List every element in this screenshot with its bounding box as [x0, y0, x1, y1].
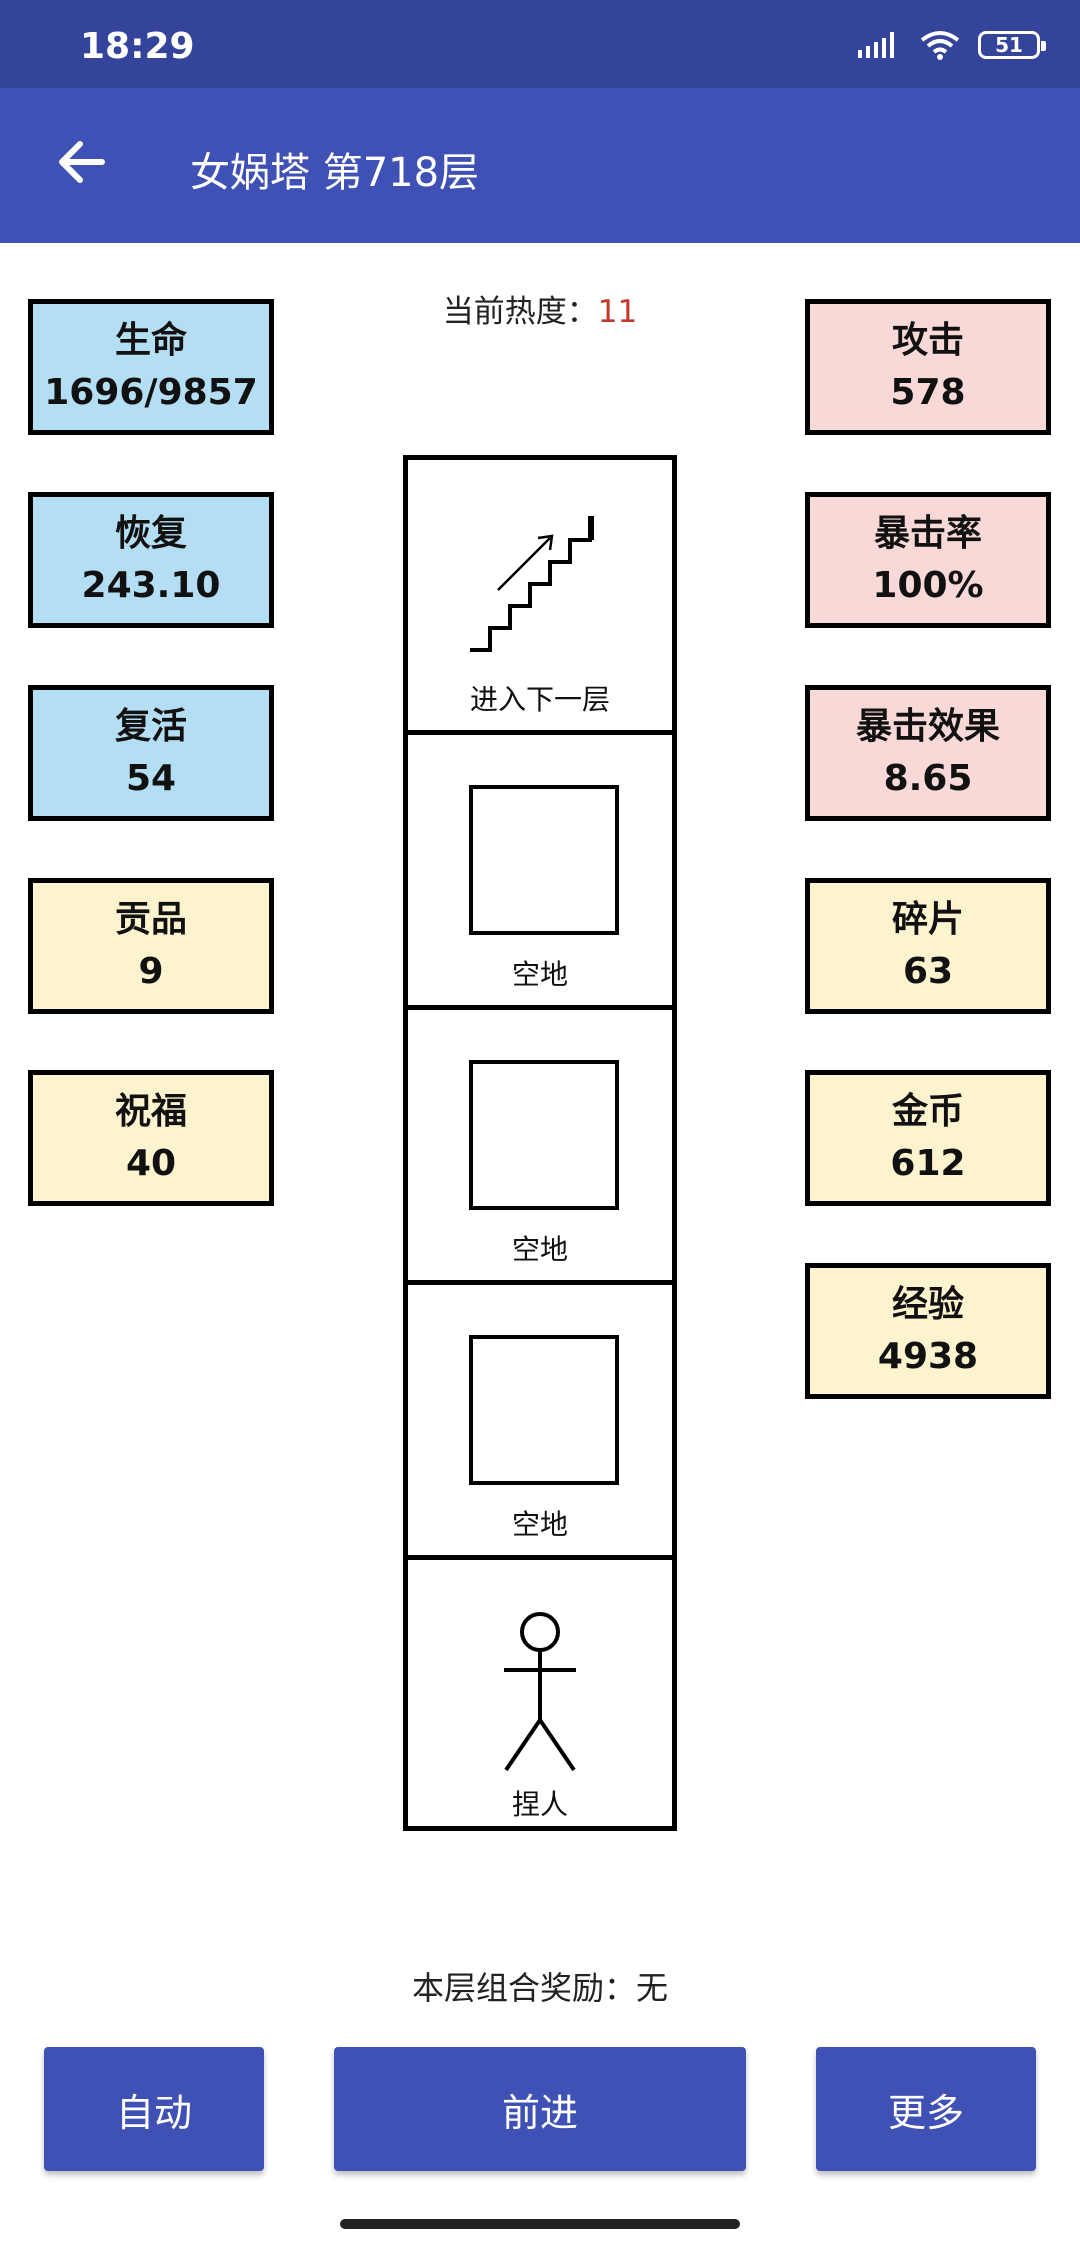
- cell-label: 进入下一层: [469, 683, 610, 716]
- more-button[interactable]: 更多: [816, 2047, 1036, 2171]
- status-time: 18:29: [80, 26, 195, 67]
- stat-value: 243.10: [81, 565, 221, 606]
- stat-value: 578: [890, 372, 966, 413]
- cell-label: 空地: [511, 1233, 568, 1266]
- stat-label: 攻击: [891, 320, 964, 361]
- heat-label: 当前热度：: [442, 294, 598, 330]
- stat-gold: 金币 612: [805, 1070, 1051, 1206]
- cell-label: 空地: [511, 958, 568, 991]
- stick-figure-icon: [504, 1612, 576, 1772]
- stat-regen: 恢复 243.10: [28, 492, 274, 628]
- stat-experience: 经验 4938: [805, 1263, 1051, 1399]
- empty-square-icon: [469, 785, 619, 935]
- stat-label: 暴击率: [873, 513, 982, 554]
- stat-label: 祝福: [114, 1091, 187, 1132]
- tower-cell-empty[interactable]: 空地: [408, 735, 672, 1010]
- heat-indicator: 当前热度：11: [0, 286, 1080, 331]
- stat-blessing: 祝福 40: [28, 1070, 274, 1206]
- heat-value: 11: [597, 294, 638, 330]
- stat-label: 经验: [891, 1284, 964, 1325]
- tower-column: 进入下一层 空地 空地 空地 捏人: [403, 455, 677, 1831]
- page-title: 女娲塔 第718层: [190, 150, 480, 196]
- stat-label: 生命: [114, 320, 187, 361]
- empty-square-icon: [469, 1335, 619, 1485]
- stat-fragments: 碎片 63: [805, 878, 1051, 1014]
- stat-label: 复活: [114, 706, 187, 747]
- stat-label: 暴击效果: [855, 706, 1000, 747]
- stat-value: 612: [890, 1143, 966, 1184]
- empty-square-icon: [469, 1060, 619, 1210]
- status-icons: 51: [858, 30, 1046, 60]
- auto-button[interactable]: 自动: [44, 2047, 264, 2171]
- combo-reward: 本层组合奖励：无: [411, 1969, 668, 2007]
- stat-label: 贡品: [114, 899, 187, 940]
- stat-revive: 复活 54: [28, 685, 274, 821]
- status-bar: 18:29 51: [0, 0, 1080, 88]
- stat-crit-rate: 暴击率 100%: [805, 492, 1051, 628]
- signal-icon: [858, 32, 894, 58]
- stat-crit-effect: 暴击效果 8.65: [805, 685, 1051, 821]
- stat-value: 9: [138, 951, 164, 992]
- tower-cell-empty[interactable]: 空地: [408, 1285, 672, 1560]
- stat-value: 40: [125, 1143, 177, 1184]
- home-indicator[interactable]: [340, 2219, 740, 2229]
- stat-value: 8.65: [883, 758, 973, 799]
- tower-cell-empty[interactable]: 空地: [408, 1010, 672, 1285]
- stat-label: 金币: [891, 1091, 964, 1132]
- tower-cell-next-floor[interactable]: 进入下一层: [408, 460, 672, 735]
- battery-icon: 51: [978, 31, 1046, 59]
- forward-button[interactable]: 前进: [334, 2047, 746, 2171]
- stat-value: 100%: [872, 565, 984, 606]
- stat-attack: 攻击 578: [805, 299, 1051, 435]
- app-bar: 女娲塔 第718层: [0, 88, 1080, 243]
- cell-label: 空地: [511, 1508, 568, 1541]
- tower-cell-figure[interactable]: 捏人: [408, 1560, 672, 1835]
- stat-hp: 生命 1696/9857: [28, 299, 274, 435]
- stat-value: 54: [125, 758, 177, 799]
- wifi-icon: [920, 31, 960, 60]
- stat-label: 碎片: [891, 899, 964, 940]
- stat-offering: 贡品 9: [28, 878, 274, 1014]
- stat-value: 63: [902, 951, 954, 992]
- stat-label: 恢复: [114, 513, 187, 554]
- stat-value: 1696/9857: [44, 372, 258, 413]
- arrow-left-icon[interactable]: [52, 132, 112, 192]
- stat-value: 4938: [877, 1336, 979, 1377]
- stairs-icon: [470, 516, 594, 652]
- cell-label: 捏人: [511, 1788, 568, 1821]
